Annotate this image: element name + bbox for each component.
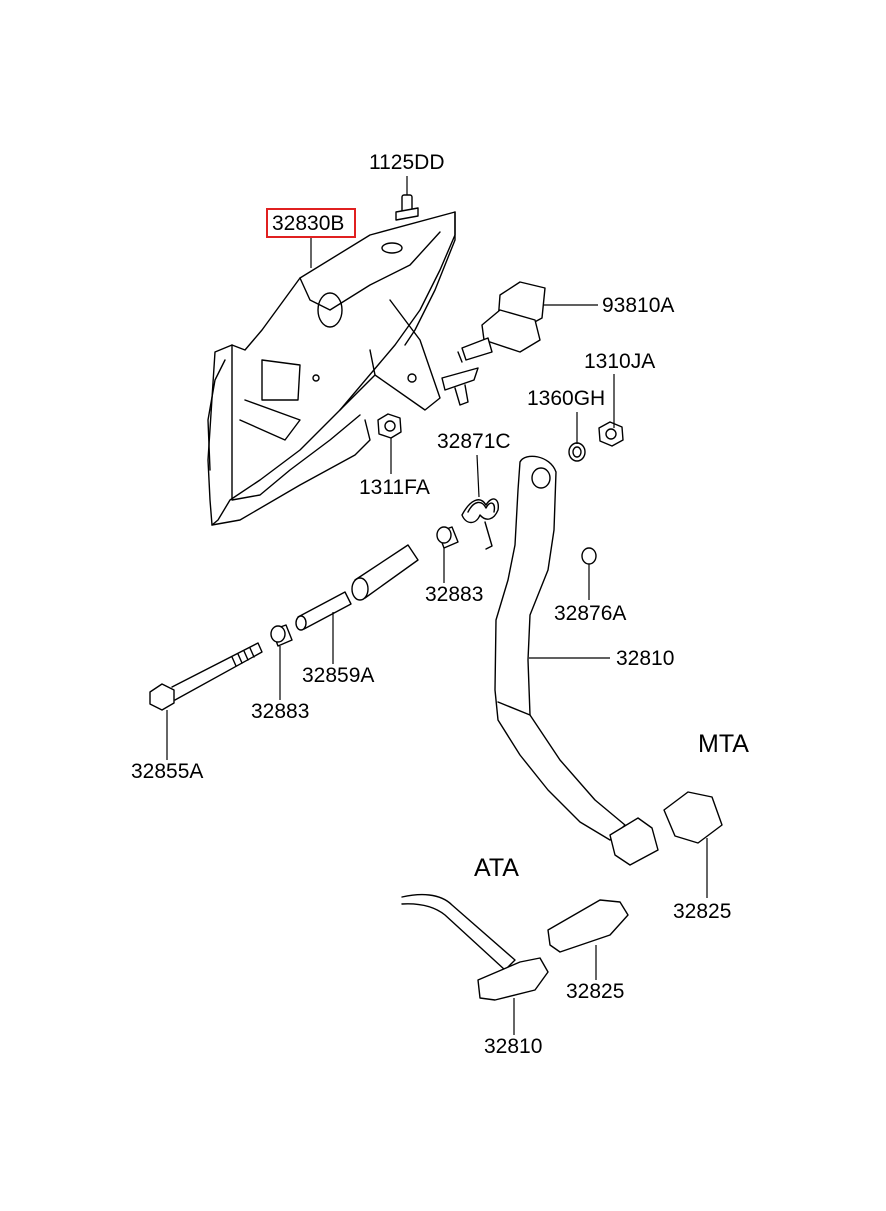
label-32883-lower[interactable]: 32883: [251, 700, 309, 723]
label-32855A[interactable]: 32855A: [131, 760, 203, 783]
pedal-pad-mta-drawing: [663, 791, 723, 844]
label-1310JA[interactable]: 1310JA: [584, 350, 655, 373]
highlight-box: [266, 208, 356, 238]
label-93810A[interactable]: 93810A: [602, 294, 674, 317]
bushing-32876A-drawing: [581, 547, 597, 565]
label-32859A[interactable]: 32859A: [302, 664, 374, 687]
label-32810-ata[interactable]: 32810: [484, 1035, 542, 1058]
pedal-arm-32810-drawing: [494, 455, 659, 866]
spring-32871C-drawing: [461, 498, 500, 550]
leader-lines: [166, 176, 708, 1035]
label-32876A[interactable]: 32876A: [554, 602, 626, 625]
sleeve-32859A-drawing: [295, 591, 352, 631]
label-32883-upper[interactable]: 32883: [425, 583, 483, 606]
nut-1310JA-drawing: [598, 421, 624, 447]
switch-93810A-drawing: [457, 281, 546, 363]
label-32810-main[interactable]: 32810: [616, 647, 674, 670]
pedal-bracket-drawing: [207, 211, 479, 526]
bolt-1125DD-drawing: [395, 194, 419, 221]
variant-label-ata: ATA: [474, 854, 519, 882]
pedal-ata-drawing: [401, 893, 549, 1001]
label-1360GH[interactable]: 1360GH: [527, 387, 605, 410]
bolt-32855A-drawing: [149, 642, 263, 711]
sleeve-large-drawing: [351, 544, 419, 601]
label-1125DD[interactable]: 1125DD: [369, 151, 445, 174]
label-32825-mta[interactable]: 32825: [673, 900, 731, 923]
label-1311FA[interactable]: 1311FA: [359, 476, 430, 499]
nut-1311FA-drawing: [377, 413, 402, 439]
pedal-pad-ata-drawing: [547, 899, 629, 953]
label-32825-ata[interactable]: 32825: [566, 980, 624, 1003]
variant-label-mta: MTA: [698, 730, 749, 758]
label-32830B[interactable]: 32830B: [272, 212, 344, 235]
washer-1360GH-drawing: [568, 442, 586, 462]
bushing-32883-upper-drawing: [436, 526, 459, 549]
label-32871C[interactable]: 32871C: [437, 430, 511, 453]
bushing-32883-lower-drawing: [270, 624, 293, 647]
